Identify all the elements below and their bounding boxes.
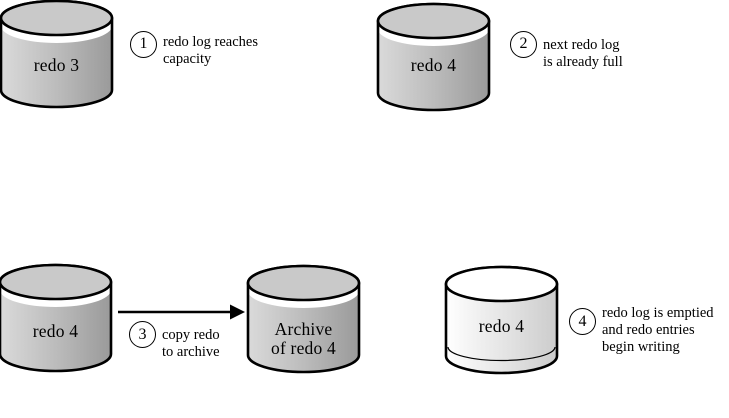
step-2-badge: 2 xyxy=(510,30,537,58)
step-1-text: redo log reaches capacity xyxy=(163,34,258,69)
step-1-number: 1 xyxy=(139,35,148,52)
step-4-number: 4 xyxy=(578,312,587,330)
step-3-line2: to archive xyxy=(162,344,220,360)
cylinder-label: redo 3 xyxy=(33,55,80,75)
cylinder-graphic xyxy=(0,263,113,373)
step-1-badge: 1 xyxy=(130,30,157,58)
step-4-line1: redo log is emptied xyxy=(602,304,714,321)
step-4-line3: begin writing xyxy=(602,338,680,355)
step-3-text: copy redo to archive xyxy=(162,327,220,361)
cylinder-label: redo 4 xyxy=(32,321,79,341)
cylinder-graphic xyxy=(0,0,114,109)
step-2-text: next redo log is already full xyxy=(543,37,623,71)
step-4-badge: 4 xyxy=(569,308,596,335)
step-2-line1: next redo log xyxy=(543,36,620,53)
cylinder-redo3-full: redo 3 xyxy=(0,0,114,109)
step-3-badge: 3 xyxy=(129,321,156,348)
cylinder-redo4-full-top: redo 4 xyxy=(376,0,491,112)
cylinder-redo4-empty: redo 4 xyxy=(444,263,559,375)
copy-arrow xyxy=(118,304,245,320)
cylinder-graphic xyxy=(376,2,491,112)
cylinder-graphic xyxy=(444,265,559,375)
step-3-number: 3 xyxy=(138,325,147,343)
cylinder-label-line1: Archive xyxy=(274,319,333,339)
step-2-number: 2 xyxy=(519,35,528,52)
cylinder-graphic xyxy=(246,264,361,374)
cylinder-archive-of-redo4: Archive of redo 4 xyxy=(246,262,361,374)
step-1-line2: capacity xyxy=(163,51,212,67)
cylinder-label: redo 4 xyxy=(478,316,525,336)
step-3-line1: copy redo xyxy=(162,327,220,343)
step-2-line2: is already full xyxy=(543,53,623,70)
step-4-line2: and redo entries xyxy=(602,321,695,338)
cylinder-label: redo 4 xyxy=(410,55,457,75)
cylinder-label-line2: of redo 4 xyxy=(271,338,336,358)
step-1-line1: redo log reaches xyxy=(163,33,259,50)
cylinder-label: Archive of redo 4 xyxy=(246,320,361,358)
cylinder-redo4-full-bottom: redo 4 xyxy=(0,261,113,373)
step-4-text: redo log is emptied and redo entries beg… xyxy=(602,305,714,356)
